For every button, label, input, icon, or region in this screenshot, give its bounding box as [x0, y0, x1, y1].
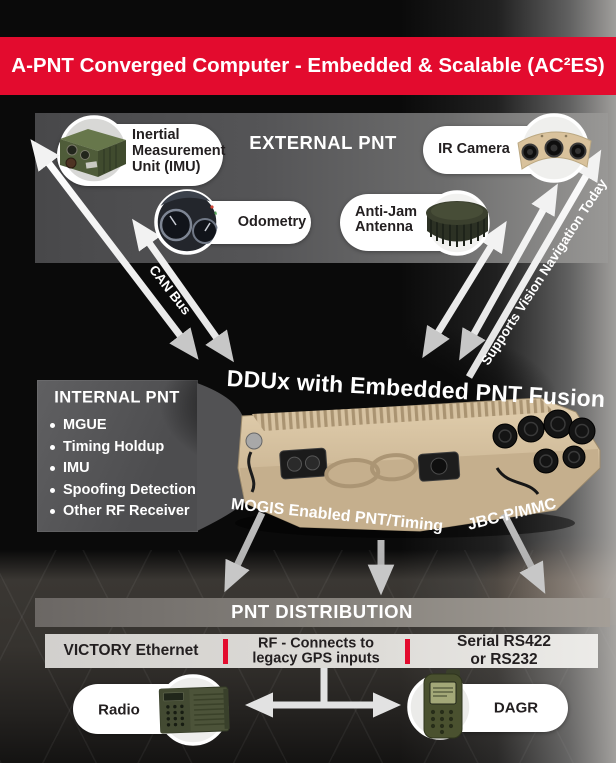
red-divider-1	[223, 639, 228, 664]
list-item: Other RF Receiver	[48, 501, 196, 523]
pnt-distribution-header	[35, 598, 610, 627]
rf-legacy-gps-label: RF - Connects to legacy GPS inputs	[252, 635, 380, 666]
red-divider-2	[405, 639, 410, 664]
radio-label: Radio	[98, 701, 140, 719]
radio-pill	[73, 684, 218, 734]
dagr-pill	[412, 684, 568, 732]
serial-rs422-rs232-label: Serial RS422 or RS232	[457, 633, 551, 668]
page-title: A-PNT Converged Computer - Embedded & Sc…	[11, 54, 605, 77]
distribution-interfaces-bar	[45, 634, 598, 668]
title-bar: A-PNT Converged Computer - Embedded & Sc…	[0, 37, 616, 95]
dagr-label: DAGR	[493, 699, 539, 717]
list-item: MGUE	[48, 415, 196, 437]
pnt-distribution-heading: PNT DISTRIBUTION	[231, 601, 413, 622]
list-item: IMU	[48, 458, 196, 480]
ir-camera-label: IR Camera	[438, 141, 510, 157]
list-item: Spoofing Detection	[48, 480, 196, 502]
internal-pnt-list: MGUE Timing Holdup IMU Spoofing Detectio…	[48, 415, 196, 523]
can-bus-label: CAN Bus	[146, 262, 194, 318]
imu-label: Inertial Measurement Unit (IMU)	[132, 127, 226, 175]
external-pnt-heading: EXTERNAL PNT	[249, 132, 397, 153]
list-item: Timing Holdup	[48, 437, 196, 459]
victory-ethernet-label: VICTORY Ethernet	[63, 642, 199, 659]
internal-pnt-heading: INTERNAL PNT	[54, 388, 180, 407]
anti-jam-label: Anti-Jam Antenna	[355, 204, 418, 235]
odometry-label: Odometry	[237, 214, 307, 230]
